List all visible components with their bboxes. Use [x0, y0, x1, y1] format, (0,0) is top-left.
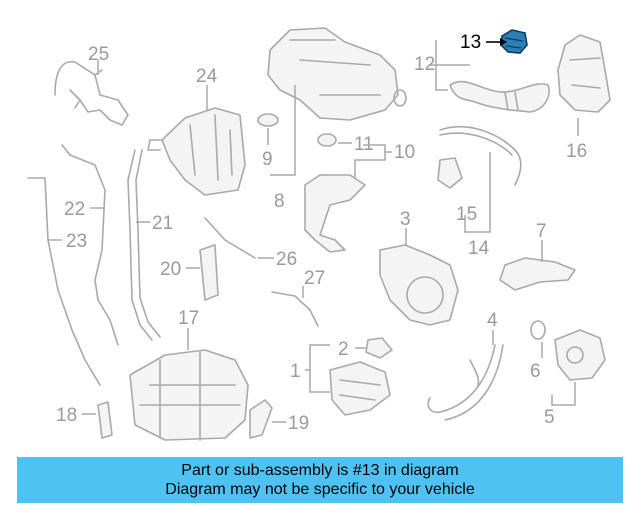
callout-21: 21: [152, 213, 173, 234]
part-7-drawing: [499, 240, 576, 291]
part-18-drawing: [82, 401, 113, 439]
callout-6: 6: [530, 361, 541, 382]
part-19-drawing: [249, 399, 286, 439]
part-10-drawing: [304, 144, 392, 253]
part-14-drawing: [439, 126, 522, 233]
part-27-drawing: [271, 286, 319, 327]
part-24-drawing: [147, 85, 246, 196]
callout-2: 2: [338, 339, 349, 360]
part-5-drawing: [551, 329, 606, 406]
part-17-drawing: [129, 328, 249, 441]
info-banner: Part or sub-assembly is #13 in diagram D…: [17, 457, 623, 503]
callout-10: 10: [394, 142, 415, 163]
banner-line-1: Part or sub-assembly is #13 in diagram: [181, 462, 459, 479]
callout-15: 15: [456, 204, 477, 225]
parts-diagram: 25 24 9 8 11 10 12: [27, 27, 611, 441]
callout-1: 1: [290, 361, 301, 382]
callout-22: 22: [64, 199, 85, 220]
callout-20: 20: [160, 259, 181, 280]
callout-27: 27: [304, 268, 325, 289]
part-3-drawing: [379, 228, 459, 326]
callout-26: 26: [276, 249, 297, 270]
callout-19: 19: [288, 413, 309, 434]
part-1-drawing: [305, 344, 391, 416]
part-25-drawing: [54, 60, 129, 126]
part-26-drawing: [204, 217, 274, 259]
callout-13: 13: [460, 32, 481, 53]
callout-4: 4: [487, 310, 498, 331]
part-11-drawing: [317, 133, 352, 147]
callout-5: 5: [544, 407, 555, 428]
callout-7: 7: [536, 221, 547, 242]
callout-17: 17: [178, 308, 199, 329]
part-16-drawing: [557, 34, 611, 136]
callout-24: 24: [196, 66, 218, 87]
part-23-drawing: [27, 177, 101, 386]
part-2-drawing: [355, 337, 393, 359]
callout-25: 25: [88, 44, 109, 65]
part-22-drawing: [61, 144, 119, 346]
part-21-drawing: [127, 149, 161, 341]
callout-16: 16: [566, 141, 587, 162]
part-9-drawing: [257, 113, 279, 145]
callout-18: 18: [56, 405, 77, 426]
callout-8: 8: [274, 191, 285, 212]
callout-9: 9: [262, 149, 273, 170]
callout-12: 12: [414, 54, 435, 75]
part-6-drawing: [530, 320, 546, 358]
part-20-drawing: [186, 244, 219, 301]
banner-line-2: Diagram may not be specific to your vehi…: [165, 481, 475, 498]
callout-3: 3: [400, 209, 411, 230]
part-15-drawing: [437, 157, 463, 189]
part-12-drawing: [430, 40, 550, 113]
part-8-drawing: [267, 27, 407, 176]
part-13-highlighted-drawing: [486, 29, 528, 54]
callout-23: 23: [66, 231, 87, 252]
part-4-drawing: [427, 330, 504, 421]
callout-14: 14: [468, 238, 490, 259]
